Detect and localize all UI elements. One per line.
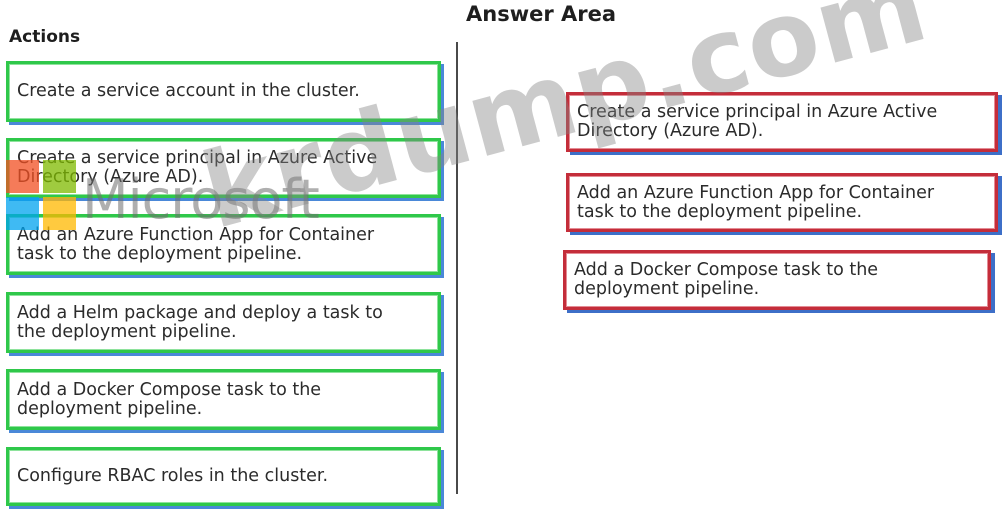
action-item-text: Add a Helm package and deploy a task to … <box>17 302 383 342</box>
answer-item-text: Add a Docker Compose task to the deploym… <box>574 260 879 299</box>
action-item-configure-rbac[interactable]: Configure RBAC roles in the cluster. <box>6 447 441 506</box>
answer-area-heading: Answer Area <box>466 2 617 26</box>
action-item-text: Create a service principal in Azure Acti… <box>17 148 378 187</box>
answer-item-text: Add an Azure Function App for Container … <box>577 182 935 222</box>
answer-slot-1[interactable]: Create a service principal in Azure Acti… <box>566 92 998 152</box>
answer-slot-3[interactable]: Add a Docker Compose task to the deploym… <box>563 250 991 310</box>
action-item-add-helm-package[interactable]: Add a Helm package and deploy a task to … <box>6 292 441 353</box>
action-item-text: Create a service account in the cluster. <box>17 81 360 101</box>
action-item-text: Add a Docker Compose task to the deploym… <box>17 379 322 419</box>
action-item-text: Configure RBAC roles in the cluster. <box>17 466 329 486</box>
column-divider <box>456 42 458 494</box>
action-item-create-service-principal[interactable]: Create a service principal in Azure Acti… <box>6 138 441 198</box>
answer-slot-2[interactable]: Add an Azure Function App for Container … <box>566 173 998 232</box>
action-item-add-function-app[interactable]: Add an Azure Function App for Container … <box>6 214 441 275</box>
answer-item-text: Create a service principal in Azure Acti… <box>577 102 938 141</box>
actions-heading: Actions <box>9 27 81 47</box>
action-item-add-docker-compose[interactable]: Add a Docker Compose task to the deploym… <box>6 369 441 430</box>
action-item-text: Add an Azure Function App for Container … <box>17 224 375 264</box>
action-item-create-service-account[interactable]: Create a service account in the cluster. <box>6 61 441 122</box>
